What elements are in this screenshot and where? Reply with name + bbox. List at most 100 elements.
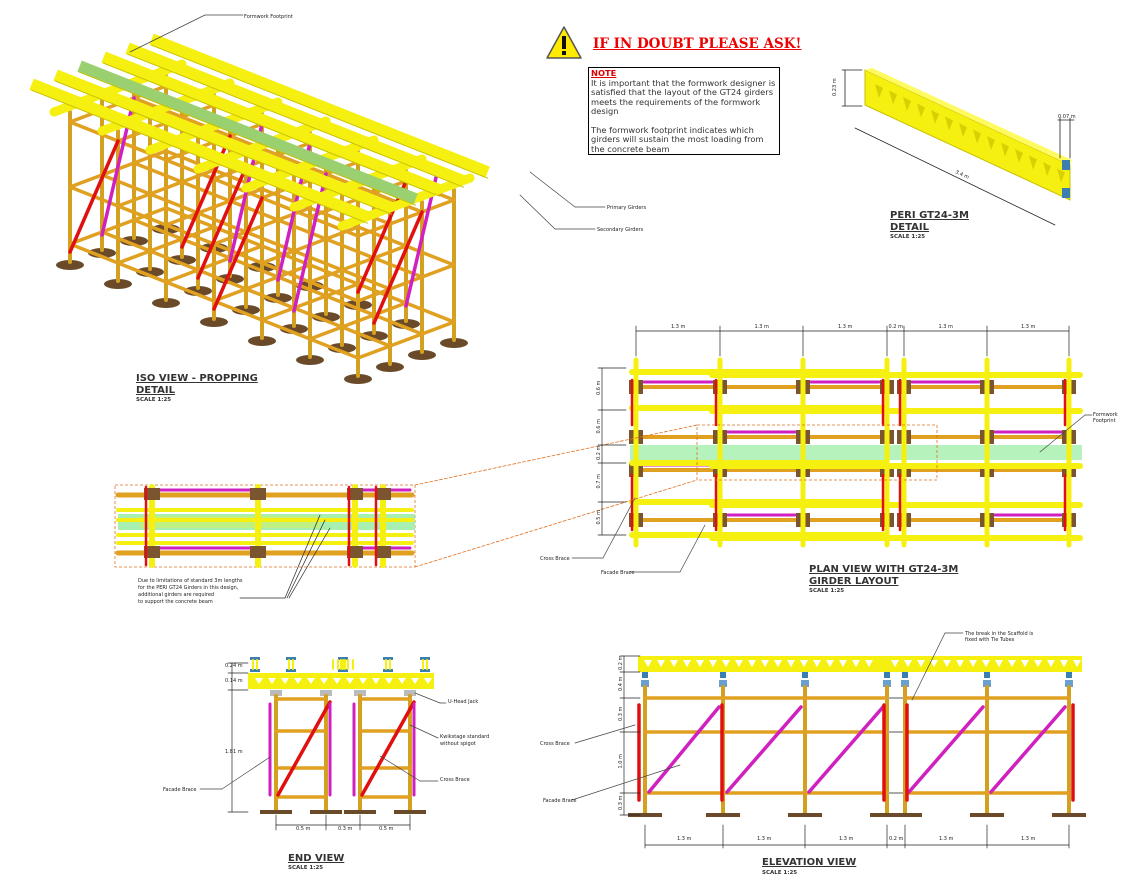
- transom: [324, 225, 360, 241]
- elev-girder-triangle: [722, 660, 730, 667]
- dimension-label: 0.2 m: [596, 445, 602, 460]
- end-girder-cap: [286, 669, 296, 672]
- leader-line: [288, 527, 331, 599]
- ledger: [276, 275, 328, 298]
- ledger: [244, 287, 296, 310]
- transom: [292, 294, 328, 310]
- transom: [132, 206, 168, 222]
- transom: [308, 268, 344, 284]
- elev-girder-triangle: [748, 660, 756, 667]
- elev-callout-break-2: fixed with Tie Tubes: [965, 637, 1015, 643]
- end-callout-cross-brace: Cross Brace: [440, 777, 470, 783]
- ledger: [340, 268, 392, 291]
- girder-edge: [127, 53, 465, 188]
- girder-web-triangle: [1001, 142, 1009, 157]
- girder-end-cap: [1062, 160, 1070, 170]
- elev-base-plate: [870, 813, 904, 817]
- end-dim-0: 0.24 m: [225, 663, 243, 669]
- end-dim-2: 1.81 m: [225, 749, 243, 755]
- transom: [244, 218, 280, 234]
- transom: [100, 218, 136, 234]
- elev-girder-triangle: [644, 660, 652, 667]
- girder-edge: [151, 44, 489, 179]
- detail-base-plate: [347, 488, 363, 500]
- girder-title-line1: PERI GT24-3M: [890, 210, 969, 221]
- elev-girder-triangle: [735, 660, 743, 667]
- ledger: [164, 280, 216, 303]
- warning-triangle-icon: [546, 26, 582, 59]
- elev-callout-facade-brace: Facade Brace: [543, 798, 577, 804]
- end-girder-cap: [250, 657, 260, 660]
- elev-scale: SCALE 1:25: [762, 870, 797, 876]
- leader-line: [284, 514, 321, 599]
- dimension-label: 1.3 m: [939, 836, 954, 842]
- dimension-label: 1.3 m: [671, 324, 686, 330]
- ledger: [340, 325, 392, 348]
- end-girder-cap: [420, 657, 430, 660]
- dimension-label: 1.0 m: [618, 754, 624, 769]
- elev-facade-brace: [907, 705, 985, 794]
- end-secondary-girder: [248, 673, 434, 689]
- girder-scale: SCALE 1:25: [890, 234, 925, 240]
- end-girder-cap: [338, 669, 348, 672]
- transom: [148, 237, 184, 253]
- detail-base-plate: [375, 546, 391, 558]
- transom: [260, 249, 296, 265]
- elev-girder-triangle: [943, 660, 951, 667]
- girder-web-triangle: [917, 103, 925, 118]
- end-cross-brace: [276, 700, 332, 797]
- detail-base-plate: [144, 488, 160, 500]
- transom: [260, 306, 296, 322]
- ledger: [116, 204, 168, 227]
- transom: [116, 192, 152, 208]
- transom: [340, 256, 376, 272]
- leader-line: [379, 755, 421, 782]
- dimension-label: 1.3 m: [838, 324, 853, 330]
- ledger: [180, 237, 232, 260]
- end-girder-triangle: [411, 678, 419, 684]
- leader-line: [574, 724, 636, 744]
- end-girder-triangle: [385, 678, 393, 684]
- elev-title: ELEVATION VIEW: [762, 857, 856, 868]
- elev-jack: [883, 680, 891, 687]
- end-girder-cap: [250, 669, 260, 672]
- ledger: [100, 173, 152, 196]
- elev-base-plate: [970, 813, 1004, 817]
- note-title: NOTE: [591, 68, 617, 78]
- elev-girder-triangle: [657, 660, 665, 667]
- ledger: [228, 256, 280, 279]
- detail-note-line3: additional girders are required: [138, 592, 214, 598]
- transom: [164, 211, 200, 227]
- zoom-link-line: [414, 424, 698, 486]
- detail-base-plate: [250, 488, 266, 500]
- plan-callout-footprint-2: Footprint: [1093, 418, 1116, 424]
- detail-note-line4: to support the concrete beam: [138, 599, 213, 605]
- ledger: [148, 192, 200, 215]
- end-girder-triangle: [333, 678, 341, 684]
- leader-line: [221, 756, 271, 790]
- elev-base-plate: [628, 813, 662, 817]
- elev-girder-triangle: [969, 660, 977, 667]
- transom: [388, 210, 424, 226]
- ledger: [212, 225, 264, 248]
- plan-formwork-footprint: [630, 445, 1082, 460]
- u-head-jack: [320, 690, 332, 696]
- base-plate: [408, 350, 436, 360]
- girder-web-triangle: [945, 116, 953, 131]
- end-girder-triangle: [398, 678, 406, 684]
- ledger: [292, 306, 344, 329]
- elev-girder-triangle: [982, 660, 990, 667]
- leader-line: [571, 764, 681, 801]
- end-dim-1: 0.14 m: [225, 678, 243, 684]
- elev-facade-brace: [647, 705, 721, 794]
- leader-line: [286, 519, 326, 599]
- girder-web-triangle: [931, 110, 939, 124]
- ledger: [308, 215, 360, 238]
- end-girder-cap: [383, 657, 393, 660]
- end-girder-triangle: [294, 678, 302, 684]
- girder-web-triangle: [1029, 155, 1037, 170]
- end-girder-triangle: [281, 678, 289, 684]
- end-base-plate: [310, 810, 342, 814]
- dimension-label: 1.3 m: [757, 836, 772, 842]
- ledger: [276, 218, 328, 241]
